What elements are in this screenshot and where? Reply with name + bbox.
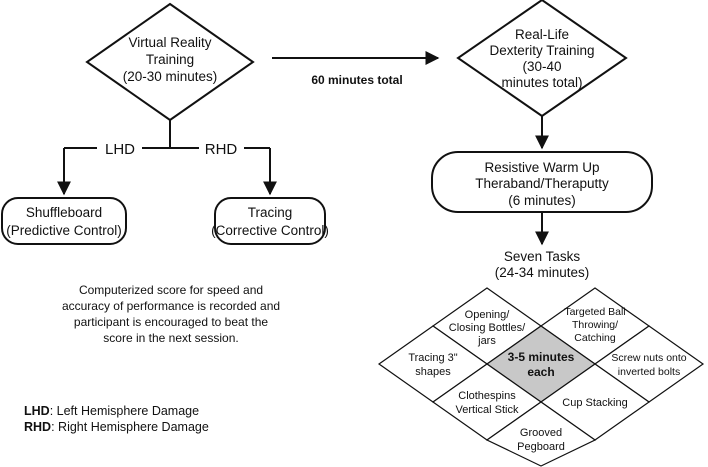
task-left-2: shapes: [415, 366, 451, 378]
vr-training-node: Virtual Reality Training (20-30 minutes): [85, 2, 255, 122]
seven-tasks-line-2: (24-34 minutes): [495, 265, 590, 280]
task-bottom-left-2: Vertical Stick: [456, 404, 519, 416]
task-top-right-3: Catching: [574, 332, 616, 344]
vr-line-1: Virtual Reality: [128, 35, 211, 50]
real-line-2: Dexterity Training: [489, 43, 594, 58]
legend-rhd: RHD: Right Hemisphere Damage: [24, 420, 209, 434]
task-cell-bottom-visible: [485, 401, 597, 467]
tracing-node: Tracing (Corrective Control): [211, 197, 329, 245]
task-center-1: 3-5 minutes: [508, 350, 575, 364]
task-right-2: inverted bolts: [618, 366, 680, 378]
real-line-1: Real-Life: [515, 27, 569, 42]
task-bottom-left-1: Clothespins: [458, 390, 516, 402]
real-line-3: (30-40: [522, 59, 561, 74]
real-life-node: Real-Life Dexterity Training (30-40 minu…: [456, 0, 628, 118]
task-right-1: Screw nuts onto: [611, 352, 686, 364]
vr-line-3: (20-30 minutes): [123, 69, 218, 84]
task-left-1: Tracing 3": [408, 352, 457, 364]
task-top-left-2: Closing Bottles/: [449, 322, 526, 334]
score-line-2: accuracy of performance is recorded and: [62, 299, 280, 313]
task-top-left-3: jars: [477, 335, 496, 347]
task-center-2: each: [527, 365, 554, 379]
task-top-right-2: Throwing/: [572, 319, 618, 331]
warmup-node: Resistive Warm Up Theraband/Theraputty (…: [431, 151, 653, 213]
legend-rhd-abbr: RHD: [24, 420, 52, 434]
warmup-line-3: (6 minutes): [508, 193, 576, 208]
score-line-4: score in the next session.: [103, 331, 238, 345]
task-bottom-right-1: Cup Stacking: [562, 397, 627, 409]
legend-lhd-abbr: LHD: [24, 404, 50, 418]
vr-line-2: Training: [146, 52, 194, 67]
seven-tasks-line-1: Seven Tasks: [504, 249, 581, 264]
score-note: Computerized score for speed and accurac…: [62, 283, 280, 345]
legend-lhd-text: : Left Hemisphere Damage: [49, 404, 200, 418]
lhd-label: LHD: [105, 141, 135, 158]
real-line-4: minutes total): [501, 75, 582, 90]
branch-lines: [57, 120, 277, 196]
shuffle-line-1: Shuffleboard: [26, 205, 102, 220]
shuffleboard-node: Shuffleboard (Predictive Control): [1, 197, 127, 245]
tracing-line-1: Tracing: [248, 205, 293, 220]
task-bottom-2: Pegboard: [517, 441, 565, 453]
score-line-3: participant is encouraged to beat the: [74, 315, 268, 329]
task-top-left-1: Opening/: [465, 309, 511, 321]
legend-rhd-text: : Right Hemisphere Damage: [51, 420, 209, 434]
warmup-line-1: Resistive Warm Up: [484, 160, 599, 175]
score-line-1: Computerized score for speed and: [79, 283, 263, 297]
shuffle-line-2: (Predictive Control): [6, 223, 122, 238]
total-label: 60 minutes total: [311, 73, 402, 87]
legend-lhd: LHD: Left Hemisphere Damage: [24, 404, 199, 418]
tracing-line-2: (Corrective Control): [211, 223, 329, 238]
rhd-label: RHD: [205, 141, 238, 158]
warmup-line-2: Theraband/Theraputty: [475, 176, 609, 191]
task-top-right-1: Targeted Ball: [564, 306, 625, 318]
task-bottom-1: Grooved: [520, 427, 562, 439]
task-grid: [377, 287, 705, 467]
